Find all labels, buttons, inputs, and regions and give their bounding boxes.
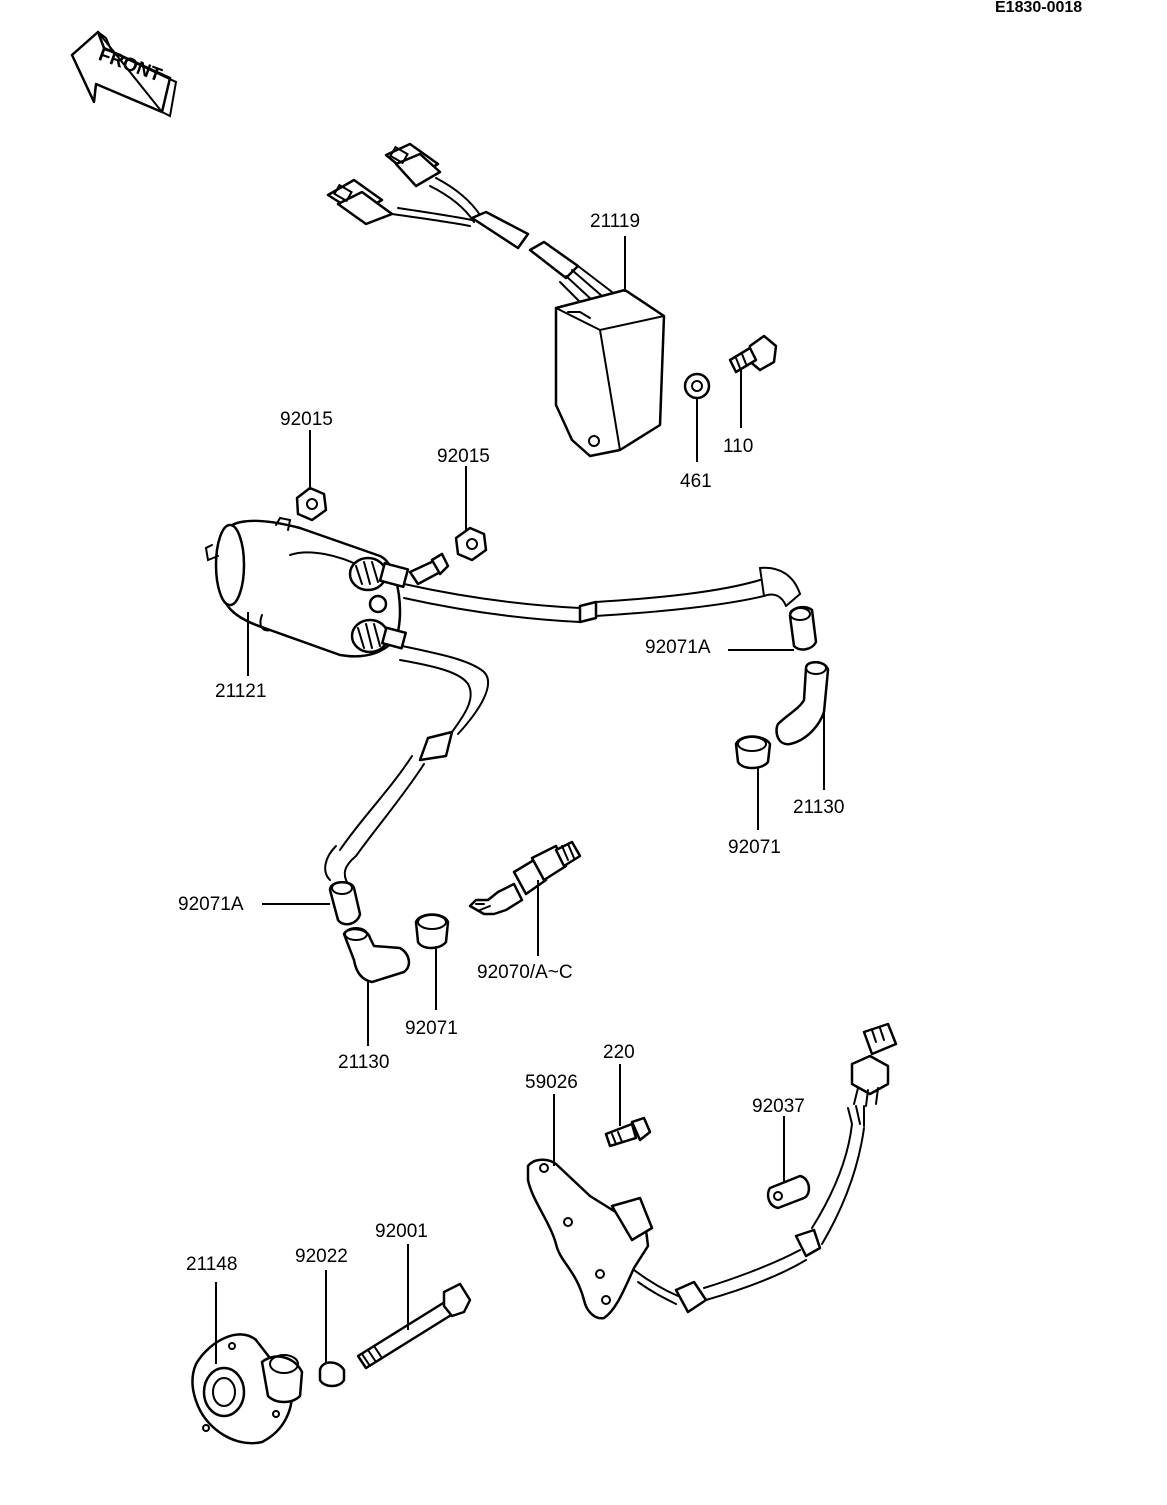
seal-92071-right	[734, 735, 772, 830]
clamp-92037	[766, 1116, 811, 1210]
pickup-coil-59026	[526, 1094, 654, 1320]
label-92015-right: 92015	[437, 446, 490, 467]
plug-cap-92071A-right	[728, 605, 818, 651]
label-461: 461	[680, 471, 712, 492]
plug-cap-92071A-left	[262, 881, 362, 926]
label-92071A-right: 92071A	[645, 637, 711, 658]
label-110: 110	[723, 436, 753, 457]
bolt-110	[728, 334, 778, 428]
label-92015-left: 92015	[280, 409, 333, 430]
document-ref-code: E1830-0018	[995, 0, 1082, 16]
nut-92015-right	[454, 466, 488, 562]
washer-92022	[318, 1270, 346, 1388]
timing-advancer-21148	[191, 1282, 304, 1445]
coil-terminal-lower	[350, 618, 407, 654]
plug-cap-elbow-21130-right	[775, 661, 830, 790]
label-59026: 59026	[525, 1072, 578, 1093]
pickup-coil-cable	[633, 1022, 898, 1314]
connector-upper	[384, 142, 442, 188]
front-arrow-icon: FRONT	[70, 30, 178, 118]
washer-461	[683, 372, 711, 462]
bolt-220	[604, 1064, 652, 1148]
ignition-coil-21121	[204, 516, 450, 676]
label-21119: 21119	[590, 211, 640, 232]
label-92001: 92001	[375, 1221, 428, 1242]
ht-lead-left	[324, 645, 490, 885]
label-92022: 92022	[295, 1246, 348, 1267]
bolt-92001	[356, 1244, 472, 1370]
label-92071-left: 92071	[405, 1018, 458, 1039]
label-21121: 21121	[215, 681, 266, 702]
coil-terminal-upper	[348, 556, 410, 592]
ht-lead-right	[403, 566, 801, 624]
label-92071A-left: 92071A	[178, 894, 244, 915]
label-92071-right: 92071	[728, 837, 781, 858]
label-220: 220	[603, 1042, 635, 1063]
coil-mount-screw	[368, 552, 450, 614]
label-21130-right: 21130	[793, 797, 844, 818]
label-21148: 21148	[186, 1254, 237, 1275]
connector-lower	[326, 178, 394, 226]
seal-92071-left	[414, 913, 450, 1010]
spark-plug-92070	[468, 840, 582, 956]
plug-cap-elbow-21130-left	[342, 927, 411, 1046]
label-21130-left: 21130	[338, 1052, 389, 1073]
nut-92015-left	[295, 430, 328, 522]
cdi-unit-21119	[326, 142, 666, 458]
label-92070: 92070/A~C	[477, 962, 573, 983]
label-92037: 92037	[752, 1096, 805, 1117]
